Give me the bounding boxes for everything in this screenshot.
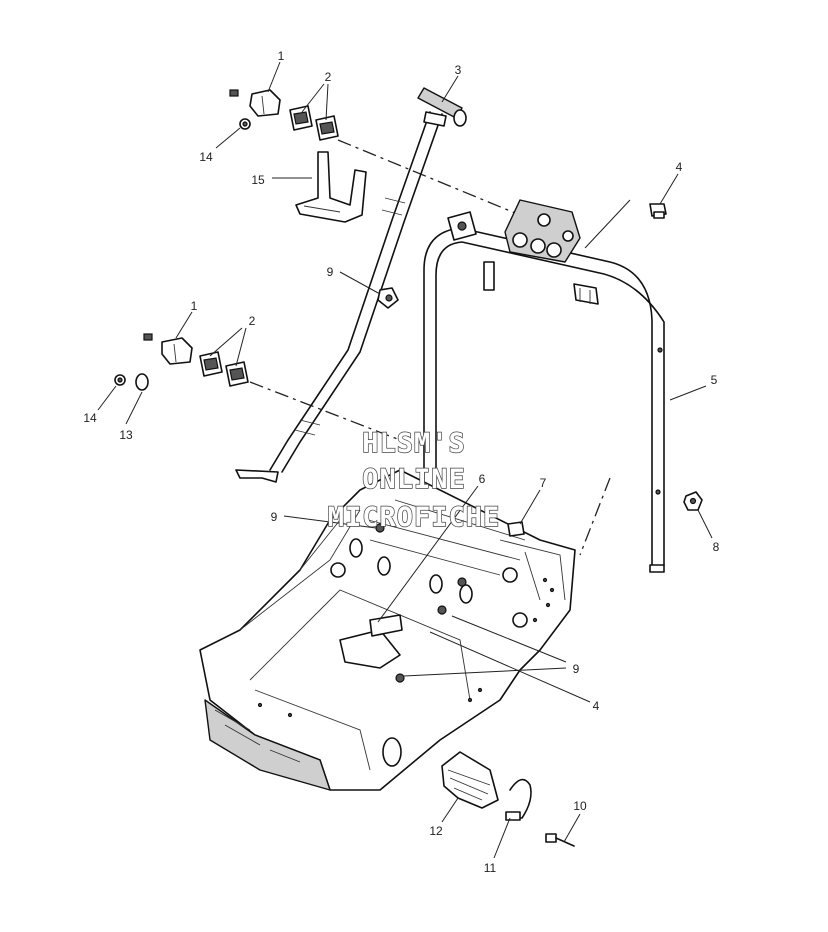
steering-boot	[441, 751, 499, 809]
leader-2-top-b	[325, 83, 329, 121]
chassis-bulkhead	[199, 469, 576, 791]
alignment-line-upper	[337, 139, 521, 216]
leader-1-top	[267, 61, 281, 93]
callout-5: 5	[711, 373, 718, 387]
callout-3: 3	[455, 63, 462, 77]
callout-8: 8	[713, 540, 720, 554]
callout-1-mid: 1	[191, 299, 198, 313]
alignment-line-right	[579, 477, 611, 556]
watermark-line-3: MICROFICHE	[328, 502, 501, 533]
leader-3	[441, 75, 459, 103]
bolt-top	[649, 203, 667, 219]
leader-12	[441, 797, 459, 823]
callout-2-mid: 2	[249, 314, 256, 328]
callout-7: 7	[540, 476, 547, 490]
leader-1-mid	[175, 311, 193, 339]
leader-4-top	[659, 173, 679, 205]
leader-9-left	[283, 515, 377, 529]
watermark-line-2: ONLINE	[362, 464, 466, 495]
leader-9-right-a	[451, 615, 567, 663]
boot-clamp	[505, 778, 532, 821]
steering-post	[235, 87, 467, 483]
leader-5	[669, 385, 707, 401]
callout-13: 13	[119, 428, 133, 442]
steering-hoop	[423, 199, 665, 573]
leader-7	[519, 489, 541, 525]
leader-4-low	[429, 631, 591, 703]
leader-2-mid-b	[235, 327, 247, 367]
leader-4-top-bolt	[584, 199, 631, 249]
callout-12: 12	[429, 824, 443, 838]
callout-4-low: 4	[593, 699, 600, 713]
leader-14-mid	[97, 385, 117, 411]
grommet-upper	[377, 287, 399, 309]
callout-9-upper: 9	[327, 265, 334, 279]
nut-right	[683, 491, 703, 511]
leader-10	[563, 813, 581, 843]
callout-6: 6	[479, 472, 486, 486]
leader-14-top	[215, 127, 241, 149]
upper-clamp-assembly	[229, 89, 339, 141]
mount-bracket	[295, 151, 367, 223]
leader-2-top-a	[301, 83, 325, 113]
bolt-7	[507, 521, 525, 537]
callout-14-top: 14	[199, 150, 213, 164]
callout-10: 10	[573, 799, 587, 813]
leader-13	[125, 391, 143, 425]
leader-9-right-b	[403, 667, 567, 677]
callout-9-right: 9	[573, 662, 580, 676]
callout-15: 15	[251, 173, 265, 187]
leader-6	[377, 485, 479, 623]
callout-11: 11	[484, 861, 497, 875]
screw-10	[545, 833, 575, 847]
callout-9-left: 9	[271, 510, 278, 524]
callout-2-top: 2	[325, 70, 332, 84]
leader-11	[493, 817, 511, 859]
lower-clamp-assembly	[114, 333, 249, 391]
leader-8	[697, 509, 713, 539]
callout-14-mid: 14	[83, 411, 97, 425]
leader-2-mid-a	[209, 327, 243, 357]
callout-1-top: 1	[278, 49, 285, 63]
callout-4-top: 4	[676, 160, 683, 174]
watermark-line-1: HLSM'S	[362, 428, 466, 459]
leader-9-upper	[339, 271, 381, 295]
